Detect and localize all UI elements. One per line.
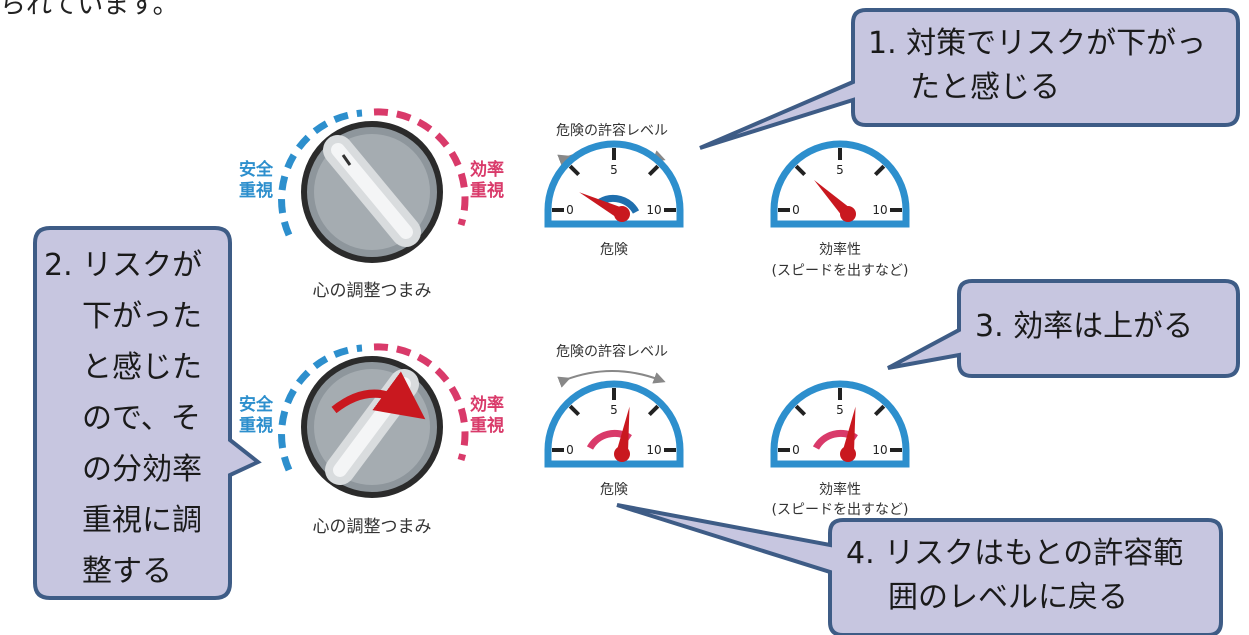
gauge-needle	[579, 192, 625, 220]
gauge-needle	[842, 406, 856, 455]
callout-2-line-6: 重視に調	[82, 503, 202, 538]
gauge-tick-label-min: 0	[566, 443, 574, 457]
tolerance-arrow-bottom	[557, 370, 666, 388]
gauge-danger-top: 0 5 10	[544, 140, 684, 228]
knob-top	[278, 108, 469, 263]
gauge-face	[544, 380, 684, 468]
gauge-tick	[568, 164, 581, 177]
callout-2-line-5: の分効率	[82, 452, 202, 487]
callout-2-line-2: 下がった	[82, 299, 202, 334]
callout-1-text: 1. 対策でリスクが下がっ たと感じる	[868, 22, 1206, 110]
gauge-face	[770, 380, 910, 468]
safety-arc-bottom	[278, 344, 363, 472]
callout-4-text: 4. リスクはもとの許容範 囲のレベルに戻る	[846, 532, 1183, 620]
gauge-face	[770, 140, 910, 228]
callout-2-line-1: 2. リスクが	[44, 248, 203, 283]
efficiency-arc-top	[373, 108, 469, 227]
gauge-tick-label-max: 10	[646, 443, 661, 457]
gauge-face	[544, 140, 684, 228]
callout-3-text: 3. 効率は上がる	[975, 305, 1193, 349]
gauge-tick	[873, 164, 886, 177]
gauge-hub	[614, 206, 630, 222]
gauge-hub	[840, 206, 856, 222]
gauge-efficiency-top: 0 5 10	[770, 140, 910, 228]
safety-arc-top	[278, 109, 363, 237]
efficiency-label-top-2: 重視	[470, 180, 504, 201]
callout-4-line-1: 4. リスクはもとの許容範	[846, 536, 1184, 571]
gauge-tick-label-min: 0	[566, 203, 574, 217]
gauge-tick-label-min: 0	[792, 443, 800, 457]
gauge-tick	[568, 404, 581, 417]
knob-label-bottom: 心の調整つまみ	[313, 517, 432, 537]
gauge-hub	[840, 446, 856, 462]
safety-label-top-1: 安全	[239, 159, 274, 180]
efficiency-gauge-label-bottom-2: (スピードを出すなど)	[772, 502, 909, 518]
gauge-tick-label-mid: 5	[836, 163, 844, 177]
efficiency-gauge-label-bottom-1: 効率性	[819, 481, 861, 498]
efficiency-label-bottom-1: 効率	[470, 394, 504, 415]
knob-bottom	[278, 343, 469, 498]
callout-3-line-1: 3. 効率は上がる	[975, 309, 1194, 344]
danger-label-top: 危険	[600, 242, 628, 258]
gauge-efficiency-bottom: 0 5 10	[770, 380, 910, 468]
tolerance-indicator	[598, 194, 640, 214]
gauge-tick	[647, 404, 660, 417]
top-text: られています。	[0, 0, 179, 20]
safety-label-top-2: 重視	[239, 180, 273, 201]
callout-2-line-4: ので、そ	[82, 401, 201, 436]
callout-2-line-3: と感じた	[82, 350, 202, 385]
danger-label-bottom: 危険	[600, 482, 628, 498]
gauge-hub	[614, 446, 630, 462]
gauge-tick	[794, 404, 807, 417]
efficiency-label-bottom-2: 重視	[470, 415, 504, 436]
gauge-tick-label-mid: 5	[836, 403, 844, 417]
callout-2-text: 2. リスクが 下がった と感じた ので、そ の分効率 重視に調 整する	[44, 240, 202, 597]
efficiency-gauge-label-top-2: (スピードを出すなど)	[772, 263, 909, 279]
callout-2-line-7: 整する	[82, 554, 172, 589]
gauge-tick-label-max: 10	[646, 203, 661, 217]
callout-4-line-2: 囲のレベルに戻る	[888, 580, 1128, 615]
safety-label-bottom-1: 安全	[239, 394, 274, 415]
gauge-tick-label-max: 10	[872, 203, 887, 217]
tolerance-label-top: 危険の許容レベル	[556, 122, 668, 139]
gauge-tick-label-min: 0	[792, 203, 800, 217]
gauge-tick-label-mid: 5	[610, 163, 618, 177]
callout-1-line-2: たと感じる	[910, 70, 1060, 105]
knob-label-top: 心の調整つまみ	[313, 281, 432, 301]
callout-1	[699, 8, 1240, 150]
knob-turn-arrow	[331, 371, 426, 420]
gauge-tick-label-max: 10	[872, 443, 887, 457]
gauge-tick	[647, 164, 660, 177]
gauge-tick	[794, 164, 807, 177]
callout-3	[887, 279, 1240, 378]
efficiency-gauge-label-top-1: 効率性	[819, 241, 861, 258]
efficiency-arc-bottom	[373, 343, 469, 462]
gauge-tick-label-mid: 5	[610, 403, 618, 417]
gauge-tick	[873, 404, 886, 417]
gauge-danger-bottom: 0 5 10	[544, 380, 684, 468]
safety-label-bottom-2: 重視	[239, 415, 273, 436]
callout-1-line-1: 1. 対策でリスクが下がっ	[868, 26, 1207, 61]
callout-2	[33, 226, 262, 600]
gauge-needle	[616, 406, 630, 455]
efficiency-label-top-1: 効率	[470, 159, 504, 180]
tolerance-label-bottom: 危険の許容レベル	[556, 343, 668, 360]
